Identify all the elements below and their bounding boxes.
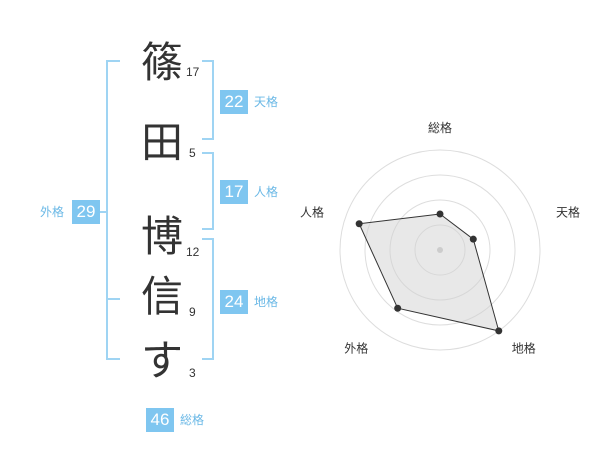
radar-axis-label-5: 人格 bbox=[300, 204, 324, 219]
radar-axis-label-2: 天格 bbox=[556, 204, 580, 219]
gaikaku-label: 外格 bbox=[40, 205, 65, 219]
radar-axis-label-4: 外格 bbox=[344, 341, 368, 356]
radar-area bbox=[358, 213, 500, 332]
radar-axis-label-3: 地格 bbox=[512, 341, 536, 356]
radar-point-1 bbox=[436, 210, 444, 218]
soukaku-value: 46 bbox=[146, 408, 174, 432]
tenkaku-label: 天格 bbox=[254, 95, 279, 109]
radar-point-5 bbox=[355, 220, 363, 228]
name-char-2: 田 bbox=[140, 118, 183, 167]
stroke-count-2: 5 bbox=[189, 146, 196, 160]
radar-center bbox=[437, 247, 443, 253]
stroke-count-5: 3 bbox=[189, 366, 196, 380]
stroke-count-3: 12 bbox=[186, 245, 200, 259]
chikaku-value: 24 bbox=[220, 290, 248, 314]
radar-point-4 bbox=[394, 304, 402, 312]
name-char-3: 博 bbox=[140, 212, 183, 261]
name-char-1: 篠 bbox=[140, 38, 183, 87]
name-char-4: 信 bbox=[140, 272, 183, 321]
chikaku-label: 地格 bbox=[254, 295, 279, 309]
stroke-count-1: 17 bbox=[186, 65, 200, 79]
radar-axis-label-1: 総格 bbox=[428, 120, 452, 135]
radar-point-2 bbox=[469, 235, 477, 243]
radar-grid-ring bbox=[364, 174, 516, 326]
tenkaku-value: 22 bbox=[220, 90, 248, 114]
stroke-count-4: 9 bbox=[189, 305, 196, 319]
gaikaku-value: 29 bbox=[72, 200, 100, 224]
jinkaku-value: 17 bbox=[220, 180, 248, 204]
jinkaku-label: 人格 bbox=[254, 185, 279, 199]
radar-grid-ring bbox=[339, 149, 541, 351]
name-char-5: す bbox=[140, 336, 183, 385]
soukaku-label: 総格 bbox=[180, 413, 205, 427]
radar-point-3 bbox=[495, 327, 503, 335]
